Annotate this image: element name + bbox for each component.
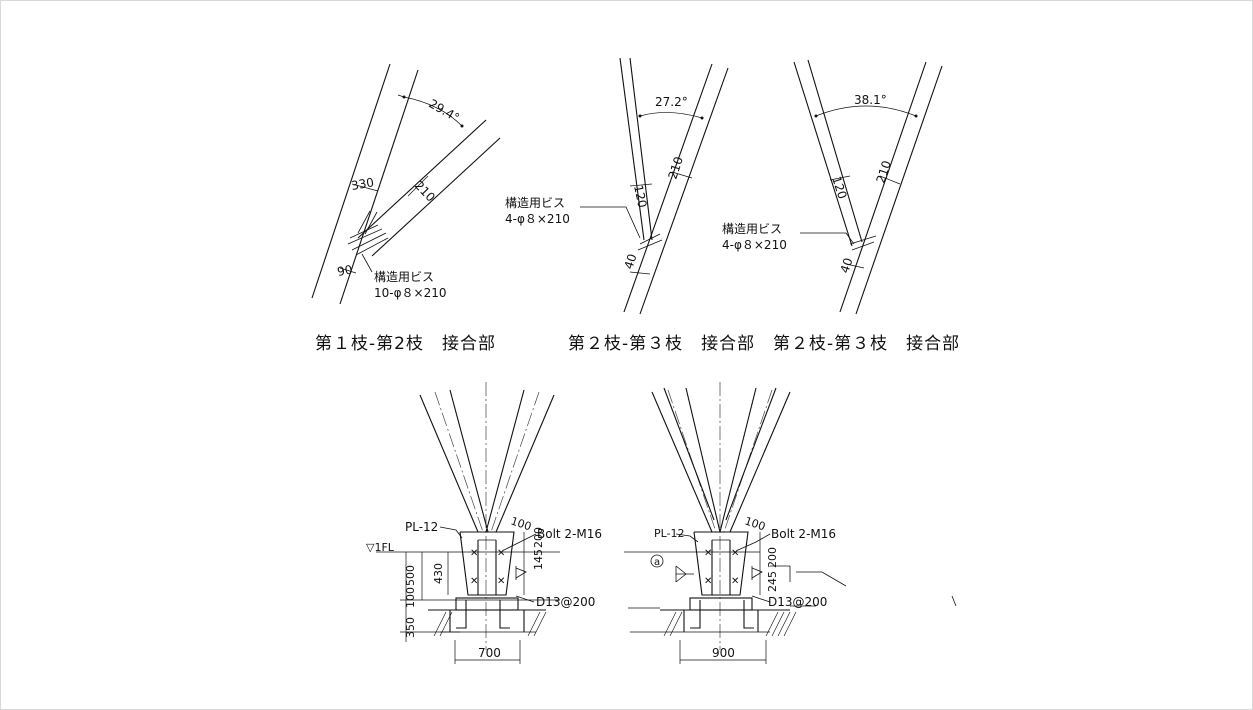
base2-detail: ✕ ✕ ✕ ✕ [624,382,957,664]
base2-bolt-label: Bolt 2-M16 [771,527,836,541]
joint1-detail: 330 210 29.4° 90 構造用ビス 10-φ８×210 第１枝-第2枝… [311,63,501,354]
joint1-screw-spec: 10-φ８×210 [374,286,446,300]
svg-text:✕: ✕ [497,548,505,559]
joint3-detail: 120 210 38.1° 40 構造用ビス 4-φ８×210 第２枝-第３枝 … [722,59,960,354]
joint2-dim-right: 210 [666,155,686,181]
base2-dim-200: 200 [766,547,779,568]
joint3-dim-right: 210 [874,159,894,185]
joint3-screw-spec: 4-φ８×210 [722,238,787,252]
base1-dim-500: 500 [404,565,417,586]
base1-dim-350: 350 [404,617,417,638]
base1-dim-top: 100 [509,514,533,533]
joint2-angle: 27.2° [655,95,688,109]
base1-fl-label: ▽1FL [366,541,395,554]
base1-plate-label: PL-12 [405,520,438,534]
joint2-screw-spec: 4-φ８×210 [505,212,570,226]
joint1-angle: 29.4° [427,96,462,124]
base1-dim-100: 100 [404,587,417,608]
base1-dim-200: 200 [532,527,545,548]
base2-width: 900 [712,646,735,660]
joint3-dim-bottom: 40 [838,256,856,275]
joint2-screw-label: 構造用ビス [505,196,565,210]
svg-text:✕: ✕ [731,548,739,559]
base2-plate-label: PL-12 [654,527,685,540]
base1-detail: ✕ ✕ ✕ ✕ [366,382,602,664]
base2-marker: a [654,557,660,568]
base1-dim-430: 430 [432,563,445,584]
joint3-screw-label: 構造用ビス [722,222,782,236]
joint3-caption: 第２枝-第３枝 接合部 [773,334,960,354]
base2-dim-245: 245 [766,571,779,592]
base1-rebar: D13@200 [536,595,595,609]
joint2-dim-left: 120 [631,184,649,209]
joint3-angle: 38.1° [854,93,887,107]
svg-text:✕: ✕ [704,548,712,559]
svg-text:✕: ✕ [470,576,478,587]
base1-bolt-label: Bolt 2-M16 [537,527,602,541]
joint1-dim-right: 210 [412,178,438,204]
svg-text:✕: ✕ [470,548,478,559]
joint1-dim-left: 330 [350,175,375,193]
base1-dim-145: 145 [532,549,545,570]
base2-dim-top: 100 [743,514,767,533]
svg-text:✕: ✕ [497,576,505,587]
joint2-caption: 第２枝-第３枝 接合部 [568,334,755,354]
joint2-detail: 120 210 27.2° 40 構造用ビス 4-φ８×210 第２枝-第３枝 … [505,57,755,354]
joint1-screw-label: 構造用ビス [374,270,434,284]
joint2-dim-bottom: 40 [622,252,640,271]
svg-text:✕: ✕ [704,576,712,587]
svg-text:✕: ✕ [731,576,739,587]
base1-width: 700 [478,646,501,660]
joint1-caption: 第１枝-第2枝 接合部 [315,334,496,354]
joint3-dim-left: 120 [829,175,849,201]
joint1-dim-bottom: 90 [336,263,353,279]
base2-rebar: D13@200 [768,595,827,609]
